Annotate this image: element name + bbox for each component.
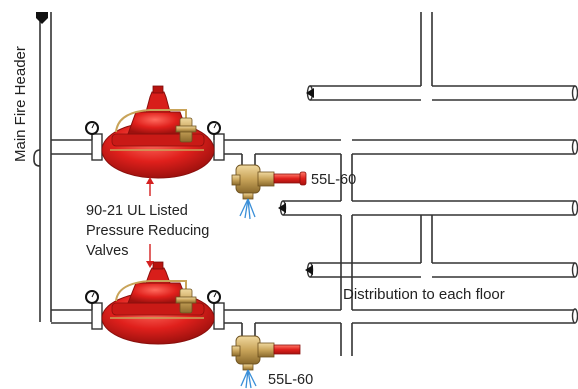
floor-riser-pipe <box>340 154 353 310</box>
valve-flange-left <box>91 302 103 330</box>
pressure-gauge-lower-left <box>85 290 99 310</box>
valve-label-line-2: Pressure Reducing <box>86 223 209 239</box>
pipe-ends <box>571 85 578 324</box>
pipe-network <box>33 12 575 356</box>
valve-bonnet <box>127 111 189 135</box>
relief-valve-stem <box>273 173 303 184</box>
relief-valve-stem <box>273 344 301 355</box>
mid-riser-pipe <box>310 215 575 278</box>
pressure-gauge-icon <box>85 121 99 135</box>
flow-arrow-icon <box>36 12 48 24</box>
relief-branch-lower <box>241 323 256 338</box>
callout-arrow-down <box>146 244 154 268</box>
relief-label-lower: 55L-60 <box>268 372 313 388</box>
middle-branch-pipe <box>283 200 575 216</box>
relief-valve-upper <box>231 164 307 220</box>
pilot-tubing <box>115 280 187 302</box>
pressure-gauge-lower-right <box>207 290 221 310</box>
valve-flange-right <box>213 133 225 161</box>
pressure-gauge-icon <box>207 121 221 135</box>
flow-arrow-icon <box>305 265 313 275</box>
callout-arrow-up <box>146 177 154 196</box>
relief-valve-lower <box>231 335 301 389</box>
water-spray-icon <box>239 198 256 220</box>
valve-flange-left <box>91 133 103 161</box>
main-header-label: Main Fire Header <box>12 46 29 162</box>
header-bend-top <box>33 149 41 167</box>
flow-arrow-icon <box>278 203 286 213</box>
pressure-gauge-upper-left <box>85 121 99 140</box>
valve-flange-right <box>213 302 225 330</box>
top-riser-pipe <box>310 12 575 101</box>
flow-arrow-icon <box>306 88 314 98</box>
upper-main-pipe <box>51 139 575 155</box>
relief-label-upper: 55L-60 <box>311 172 356 188</box>
pressure-reducing-valve-upper <box>91 85 225 179</box>
lower-stub-pipe <box>340 323 353 356</box>
pilot-tubing <box>115 109 187 133</box>
water-spray-icon <box>240 369 257 389</box>
distribution-label: Distribution to each floor <box>343 286 505 303</box>
valve-bonnet <box>127 282 189 304</box>
lower-main-pipe <box>51 309 575 324</box>
flow-arrows <box>36 12 314 275</box>
pressure-gauge-upper-right <box>207 121 221 140</box>
pressure-reducing-valve-lower <box>91 261 225 345</box>
valve-label-line-1: 90-21 UL Listed <box>86 203 188 219</box>
valve-label-line-3: Valves <box>86 243 128 259</box>
